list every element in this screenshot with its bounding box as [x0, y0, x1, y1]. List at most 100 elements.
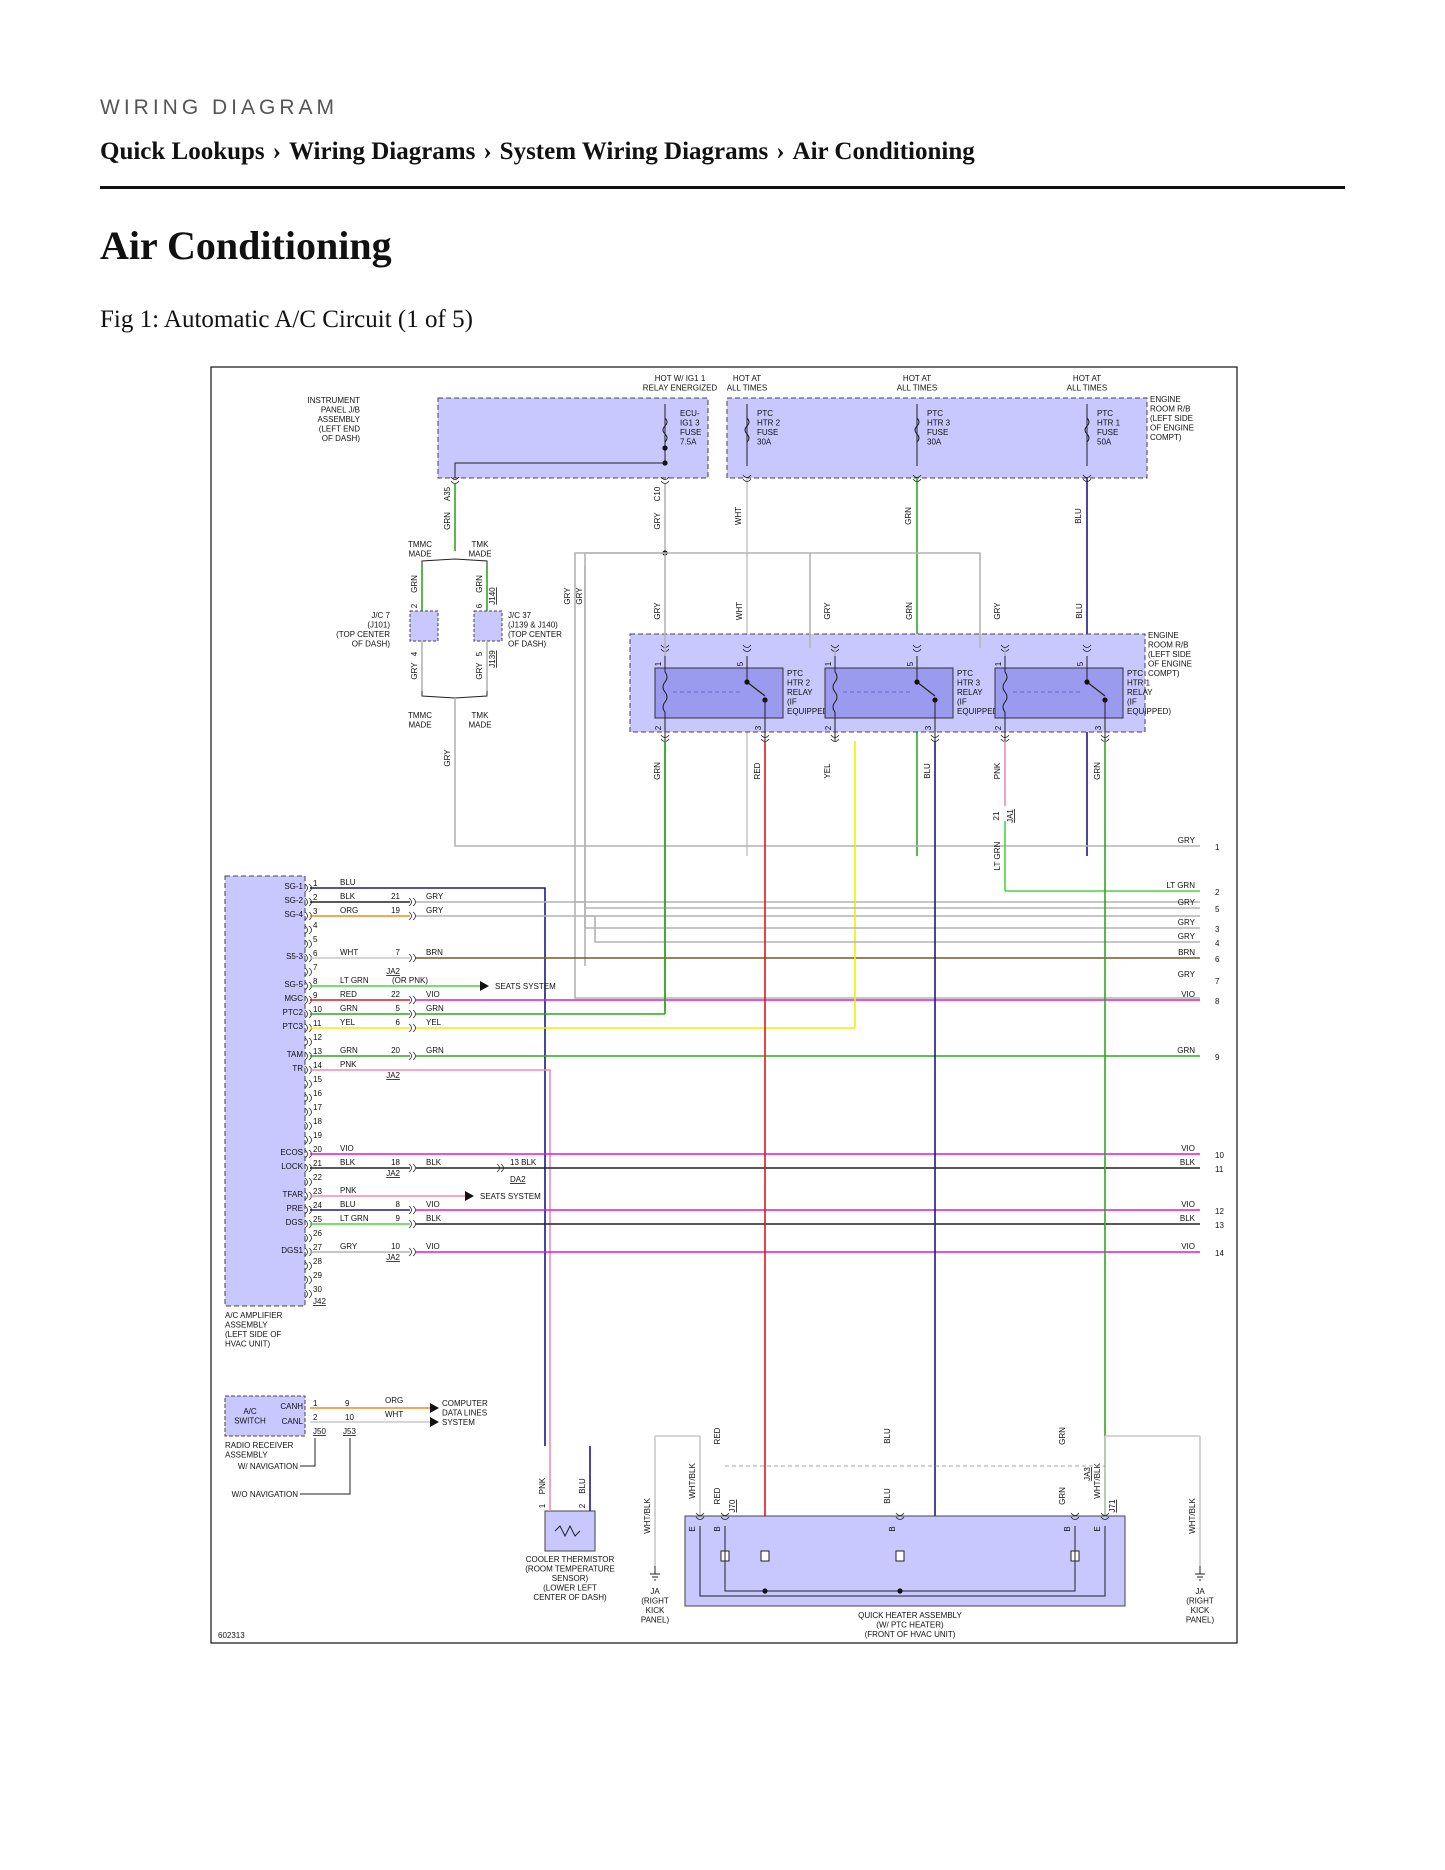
wire-color-label: GRN — [340, 1004, 358, 1013]
output-number: 4 — [1215, 939, 1220, 948]
wire-color-label: ORG — [340, 906, 358, 915]
relay-label: HTR 1 — [1127, 679, 1151, 688]
amplifier-terminal: SG-2 — [284, 896, 303, 905]
nav-line — [300, 1438, 316, 1467]
amplifier-terminal: TFAR — [283, 1190, 304, 1199]
pin-label: 4 — [410, 651, 419, 656]
amplifier-terminal: S5-3 — [286, 952, 303, 961]
wire-color-label: BLU — [578, 1478, 587, 1494]
connector-symbol — [408, 995, 416, 1005]
pin-number: 14 — [313, 1061, 322, 1070]
amplifier-terminal: SG-4 — [284, 910, 303, 919]
ac-amplifier-label: HVAC UNIT) — [225, 1340, 271, 1349]
breadcrumb-link-system-wiring-diagrams[interactable]: System Wiring Diagrams — [499, 138, 769, 165]
output-number: 11 — [1215, 1165, 1224, 1174]
pin-number: 6 — [396, 1018, 401, 1027]
wire-color-label: GRN — [1093, 762, 1102, 780]
connector-symbol — [304, 1135, 312, 1145]
relay-switch — [746, 681, 766, 697]
fuse-icon — [1084, 417, 1090, 443]
wire-color-label: BRN — [426, 948, 443, 957]
wire-color-label: GRY — [993, 602, 1002, 620]
output-number: 2 — [1215, 888, 1220, 897]
connector-symbol — [408, 1051, 416, 1061]
ac-switch-label: A/C — [243, 1407, 257, 1416]
wire-color-label: VIO — [1181, 1144, 1195, 1153]
terminal-label: B — [888, 1526, 897, 1531]
relay-contact — [744, 679, 750, 685]
junction-bracket — [421, 558, 488, 566]
hot-label: HOT AT — [1073, 374, 1101, 383]
wire-color-label: RED — [340, 990, 357, 999]
relay-box-label: COMPT) — [1148, 669, 1180, 678]
wire-color-label: GRN — [1058, 1487, 1067, 1505]
wire-color-label: LT GRN — [340, 976, 369, 985]
fuse-label: 30A — [927, 438, 942, 447]
fuse-label: HTR 3 — [927, 419, 951, 428]
jc7-label: (TOP CENTER — [336, 630, 390, 639]
cooler-thermistor-label: (LOWER LEFT — [543, 1584, 597, 1593]
fuse-label: PTC — [927, 409, 943, 418]
fuse-label: HTR 2 — [757, 419, 781, 428]
ac-switch-box — [224, 1395, 306, 1437]
pin-number: 9 — [396, 1214, 401, 1223]
ac-switch-terminal: CANL — [282, 1417, 304, 1426]
connector-symbol — [1082, 474, 1092, 482]
pin-number: 10 — [313, 1005, 322, 1014]
jc37-label: (TOP CENTER — [508, 630, 562, 639]
wire-color-label: YEL — [340, 1018, 356, 1027]
ac-switch-terminal: CANH — [280, 1402, 303, 1411]
connector-symbol — [304, 925, 312, 935]
pin-number: 18 — [391, 1158, 400, 1167]
pin-number: 6 — [313, 949, 318, 958]
relay-label: PTC — [1127, 669, 1143, 678]
wire — [310, 887, 546, 1446]
wire-color-label: GRN — [426, 1046, 444, 1055]
pin-number: 7 — [313, 963, 318, 972]
fuse-icon — [914, 417, 920, 443]
wire-color-label: LT GRN — [1166, 881, 1195, 890]
wire-color-label: GRY — [823, 602, 832, 620]
instrument-panel-jb-box — [437, 397, 709, 479]
output-number: 6 — [1215, 955, 1220, 964]
pin-number: 2 — [313, 1413, 318, 1422]
pin-label: 1 — [824, 661, 833, 666]
breadcrumb-link-quick-lookups[interactable]: Quick Lookups — [100, 138, 265, 165]
wire-color-label: RED — [753, 762, 762, 779]
connector-symbol — [408, 1163, 416, 1173]
heater-element — [760, 1550, 770, 1562]
connector-symbol — [408, 1219, 416, 1229]
wire-color-label: ORG — [385, 1396, 403, 1405]
connector-label: J70 — [728, 1499, 737, 1512]
wire-color-label: YEL — [823, 763, 832, 779]
output-number: 5 — [1215, 905, 1220, 914]
heater-element — [895, 1550, 905, 1562]
wire-color-label: VIO — [1181, 1242, 1195, 1251]
splice-point — [762, 1588, 768, 1594]
wire-color-label: WHT — [340, 948, 358, 957]
relay-label: EQUIPPED) — [787, 707, 831, 716]
wire-color-label: GRY — [1178, 970, 1196, 979]
connector-symbol — [304, 1289, 312, 1299]
wire-color-label: GRY — [340, 1242, 358, 1251]
wire-color-label: PNK — [993, 762, 1002, 779]
relay-label: (IF — [957, 698, 967, 707]
relay-label: EQUIPPED) — [1127, 707, 1171, 716]
breadcrumb-link-wiring-diagrams[interactable]: Wiring Diagrams — [289, 138, 476, 165]
wire — [575, 901, 1200, 929]
cooler-thermistor-label: SENSOR) — [552, 1574, 589, 1583]
wire-color-label: WHT/BLK — [1093, 1463, 1102, 1499]
engine-room-rb-label: ENGINE — [1150, 395, 1181, 404]
radio-receiver-label: RADIO RECEIVER — [225, 1441, 294, 1450]
cooler-thermistor-box — [544, 1510, 596, 1552]
tmmc-label: TMMC — [408, 540, 432, 549]
pin-number: 8 — [313, 977, 318, 986]
connector-label: J50 — [313, 1427, 326, 1436]
fuse-label: FUSE — [1097, 428, 1118, 437]
wire-color-label: GRN — [340, 1046, 358, 1055]
wire-color-label: GRY — [475, 662, 484, 680]
wire-color-label: VIO — [426, 990, 440, 999]
wire — [310, 1069, 551, 1446]
